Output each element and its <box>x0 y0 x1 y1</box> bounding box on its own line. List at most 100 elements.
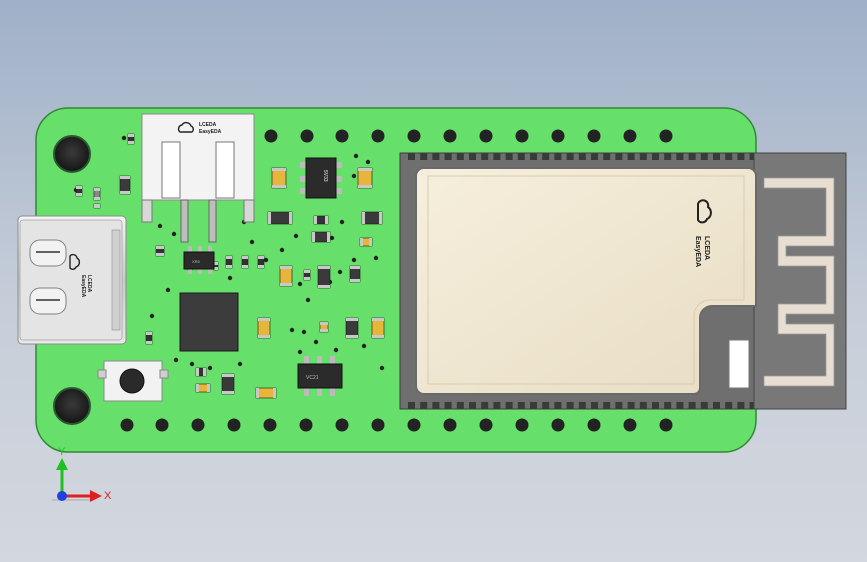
smd-terminal <box>273 388 276 398</box>
smd-part <box>313 215 329 225</box>
usb-c-connector: LCEDA EasyEDA <box>17 215 127 345</box>
via <box>353 153 359 159</box>
smd-part <box>303 269 311 281</box>
module-logo-line2: EasyEDA <box>694 236 701 267</box>
header-pad <box>407 129 421 143</box>
smd-terminal <box>94 197 100 200</box>
smd-part <box>371 317 385 339</box>
castellation-top <box>688 153 696 160</box>
smd-terminal <box>318 285 330 288</box>
smd-terminal <box>222 374 234 377</box>
smd-terminal <box>146 341 152 344</box>
smd-terminal <box>94 204 97 208</box>
smd-body <box>267 211 293 225</box>
header-pad <box>659 418 673 432</box>
header-logo-line2: EasyEDA <box>199 129 222 135</box>
header-pad <box>443 129 457 143</box>
castellation-bottom <box>517 402 525 409</box>
header-pad <box>407 418 421 432</box>
castellation-top <box>652 153 659 160</box>
smd-terminal <box>207 384 210 392</box>
header-pad <box>155 418 169 432</box>
castellation-top <box>725 153 733 160</box>
header-pad <box>300 129 314 143</box>
via <box>189 361 195 367</box>
header-pad <box>264 129 278 143</box>
header-pads-top <box>264 129 673 143</box>
via <box>173 357 179 363</box>
castellation-bottom <box>749 402 757 409</box>
pcb-antenna <box>763 177 835 387</box>
castellation-top <box>493 153 501 160</box>
smd-part <box>93 203 101 209</box>
via <box>293 233 299 239</box>
smd-terminal <box>76 186 82 189</box>
cloud-logo-icon <box>69 253 81 270</box>
smd-terminal <box>314 216 317 224</box>
castellation-top <box>664 153 672 160</box>
smd-terminal <box>268 212 271 224</box>
header-pad <box>515 418 529 432</box>
castellation-bottom <box>469 402 476 409</box>
smd-terminal <box>128 141 134 144</box>
castellation-bottom <box>554 402 562 409</box>
smd-terminal <box>97 204 100 208</box>
via <box>365 159 371 165</box>
smd-part <box>311 231 331 243</box>
castellation-bottom <box>432 402 440 409</box>
header-pad <box>227 418 241 432</box>
smd-terminal <box>120 191 130 194</box>
smd-terminal <box>362 212 365 224</box>
smd-components <box>75 133 385 399</box>
castellation-top <box>432 153 440 160</box>
castellation-top <box>566 153 574 160</box>
smd-terminal <box>196 368 199 376</box>
header-pad <box>479 129 493 143</box>
smd-terminal <box>358 168 372 171</box>
via <box>379 365 385 371</box>
castellation-top <box>481 153 489 160</box>
smd-terminal <box>226 256 232 259</box>
vias <box>73 135 385 371</box>
castellation-top <box>469 153 476 160</box>
smd-terminal <box>128 134 134 137</box>
cloud-logo-icon <box>177 121 194 133</box>
smd-terminal <box>350 279 360 282</box>
castellation-top <box>530 153 537 160</box>
via <box>165 287 171 293</box>
axis-triad: Y X <box>52 446 112 502</box>
ldo-marking: 5V33 <box>322 170 328 182</box>
smd-terminal <box>280 283 292 286</box>
usb-logo-line1: LCEDA <box>86 275 92 293</box>
smd-part <box>145 331 153 345</box>
castellation-top <box>603 153 611 160</box>
castellation-top <box>700 153 708 160</box>
smd-part <box>319 321 329 333</box>
via <box>157 223 163 229</box>
smd-terminal <box>256 388 259 398</box>
via <box>297 281 303 287</box>
castellation-bottom <box>627 402 635 409</box>
via <box>339 219 345 225</box>
header-pad <box>335 129 349 143</box>
castellation-bottom <box>591 402 598 409</box>
header-logo-line1: LCEDA <box>199 122 217 128</box>
castellation-bottom <box>639 402 647 409</box>
via <box>297 349 303 355</box>
header-pad <box>515 129 529 143</box>
via <box>313 339 319 345</box>
smd-part <box>359 237 373 247</box>
smd-part <box>349 265 361 283</box>
smd-terminal <box>289 212 292 224</box>
header-pad <box>371 129 385 143</box>
reset-button[interactable] <box>97 360 169 402</box>
smd-terminal <box>304 277 310 280</box>
smd-part <box>155 245 165 257</box>
castellation-bottom <box>676 402 684 409</box>
smd-part <box>271 167 287 189</box>
cloud-logo-icon <box>697 199 712 224</box>
y-axis-label: Y <box>58 446 66 458</box>
rf-shield-can <box>415 167 757 395</box>
